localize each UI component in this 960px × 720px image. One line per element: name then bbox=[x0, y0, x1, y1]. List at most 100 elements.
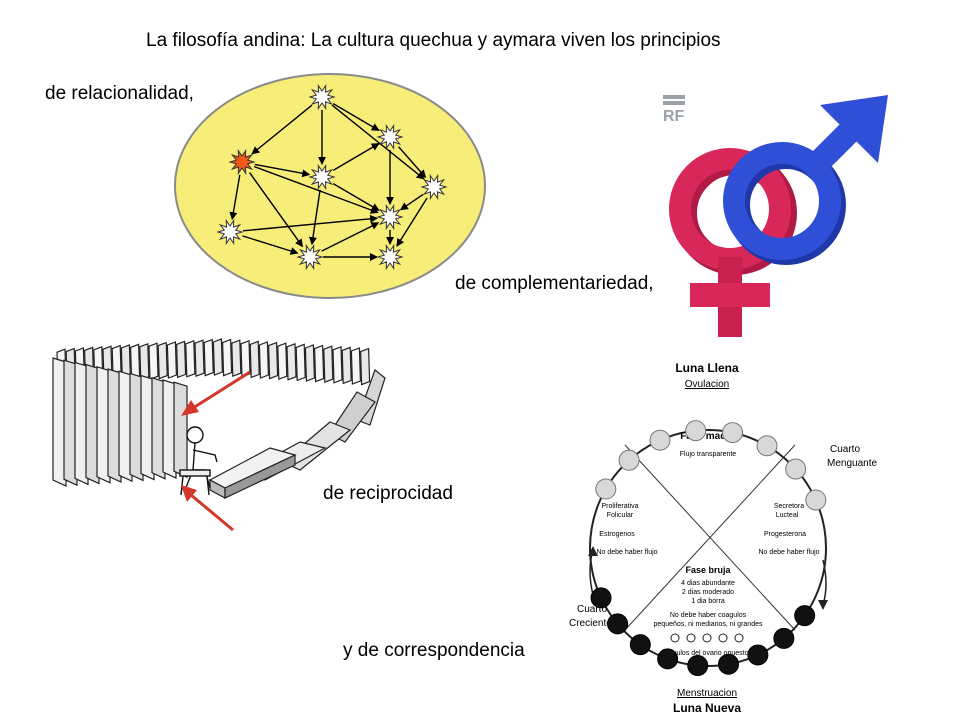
red-arrow-icon bbox=[181, 485, 234, 532]
domino-piece bbox=[277, 342, 288, 381]
quadrant-left-text: Folicular bbox=[607, 512, 634, 519]
ovulos-label: Ovulos del ovario opuesto bbox=[668, 650, 749, 657]
moon-phase-icon bbox=[607, 613, 629, 635]
domino-piece bbox=[151, 376, 166, 480]
domino-reciprocity-drawing bbox=[52, 338, 386, 532]
moon-phase-icon bbox=[595, 478, 617, 500]
cuarto-creciente-label-2: Creciente bbox=[569, 618, 612, 629]
moon-phase-icon bbox=[618, 449, 640, 471]
network-node-star-icon bbox=[216, 218, 244, 246]
network-edge bbox=[332, 102, 380, 132]
domino-piece bbox=[203, 338, 214, 377]
network-node-star-icon bbox=[308, 83, 336, 111]
male-symbol-icon bbox=[723, 95, 888, 265]
cuarto-menguante-label-2: Menguante bbox=[827, 458, 877, 469]
domino-piece bbox=[52, 357, 67, 487]
domino-piece bbox=[85, 363, 100, 485]
network-node-star-icon bbox=[420, 173, 448, 201]
network-edge bbox=[332, 142, 380, 172]
domino-piece bbox=[96, 365, 111, 484]
network-node-star-icon bbox=[376, 203, 404, 231]
domino-piece bbox=[313, 344, 325, 383]
moon-phase-icon bbox=[657, 648, 679, 670]
svg-text:RF: RF bbox=[663, 108, 685, 125]
moon-phase-icon bbox=[794, 605, 816, 627]
domino-piece bbox=[194, 339, 205, 378]
domino-piece bbox=[221, 338, 233, 377]
moon-phase-icon bbox=[717, 653, 739, 675]
moon-phase-icon bbox=[590, 587, 612, 609]
relational-network-diagram bbox=[174, 73, 486, 299]
label-complementariedad: de complementariedad, bbox=[455, 273, 654, 294]
seated-man-figure bbox=[179, 426, 218, 496]
quadrant-right-text: Progesterona bbox=[764, 531, 806, 538]
fase-bruja-text: 4 dias abundante bbox=[681, 580, 735, 587]
network-edge bbox=[253, 165, 379, 214]
moon-phase-icon bbox=[785, 458, 807, 480]
network-node-star-icon bbox=[376, 243, 404, 271]
domino-piece bbox=[175, 340, 187, 379]
domino-piece bbox=[359, 347, 371, 386]
domino-piece bbox=[240, 339, 251, 378]
domino-piece bbox=[212, 338, 224, 376]
domino-piece bbox=[350, 347, 362, 385]
label-relacionalidad: de relacionalidad, bbox=[45, 83, 194, 104]
female-symbol-icon bbox=[669, 148, 797, 337]
moon-phase-icon bbox=[773, 627, 795, 649]
quadrant-left-text: Proliferativa bbox=[602, 503, 639, 510]
domino-piece bbox=[332, 345, 343, 384]
moon-phase-icon bbox=[649, 429, 671, 451]
red-arrow-icon bbox=[181, 370, 251, 416]
network-node-star-icon bbox=[308, 163, 336, 191]
domino-piece bbox=[249, 340, 260, 379]
moon-phase-icon bbox=[722, 422, 744, 444]
domino-piece bbox=[139, 342, 150, 381]
fase-bruja-text: 2 dias moderado bbox=[682, 589, 734, 596]
domino-piece bbox=[258, 341, 270, 379]
domino-piece bbox=[162, 379, 177, 479]
fase-bruja-text: 1 dia borra bbox=[691, 598, 725, 605]
network-edge bbox=[396, 197, 428, 247]
domino-piece bbox=[74, 361, 89, 486]
label-reciprocidad: de reciprocidad bbox=[323, 483, 453, 504]
network-node-star-icon bbox=[228, 148, 256, 176]
flujo-transparente-label: Flujo transparente bbox=[680, 451, 737, 458]
cuarto-menguante-label-1: Cuarto bbox=[830, 444, 860, 455]
quadrant-left-text: Estrogenos bbox=[599, 531, 635, 538]
menstruacion-label: Menstruacion bbox=[677, 688, 737, 699]
fase-madre-label: Fase madre bbox=[680, 431, 736, 442]
domino-piece bbox=[323, 345, 334, 384]
label-correspondencia: y de correspondencia bbox=[343, 640, 525, 661]
luna-nueva-title: Luna Nueva bbox=[673, 701, 741, 715]
domino-piece bbox=[148, 342, 159, 381]
network-edge bbox=[248, 172, 304, 248]
cuarto-creciente-label-1: Cuarto bbox=[577, 604, 607, 615]
domino-piece bbox=[129, 372, 144, 482]
network-edge bbox=[229, 174, 241, 221]
ovulacion-label: Ovulacion bbox=[685, 379, 729, 390]
domino-piece bbox=[231, 339, 242, 378]
network-edge bbox=[331, 104, 425, 180]
domino-piece bbox=[267, 341, 279, 380]
network-edge bbox=[251, 104, 313, 155]
network-edge bbox=[254, 163, 311, 178]
domino-piece bbox=[286, 342, 297, 381]
gender-symbols-image: RF bbox=[663, 95, 888, 337]
domino-piece bbox=[304, 344, 316, 382]
network-edge bbox=[309, 189, 321, 246]
network-edge bbox=[242, 214, 379, 232]
network-edge bbox=[332, 182, 380, 212]
moon-phase-icon bbox=[687, 655, 709, 677]
moon-cycle-diagram: Luna Llena Ovulacion Cuarto Menguante Cu… bbox=[569, 361, 877, 715]
fase-bruja-text: No debe haber coagulos bbox=[670, 612, 747, 619]
quadrant-right-text: Lucteal bbox=[776, 512, 799, 519]
network-edge bbox=[321, 222, 380, 252]
network-edge bbox=[399, 193, 424, 211]
rf-watermark: RF bbox=[663, 95, 685, 125]
quadrant-left-text: No debe haber flujo bbox=[596, 549, 657, 556]
slide-title: La filosofía andina: La cultura quechua … bbox=[146, 30, 721, 51]
moon-phase-icon bbox=[805, 489, 827, 511]
domino-piece bbox=[295, 343, 306, 382]
network-node-star-icon bbox=[376, 123, 404, 151]
domino-piece bbox=[185, 339, 196, 378]
